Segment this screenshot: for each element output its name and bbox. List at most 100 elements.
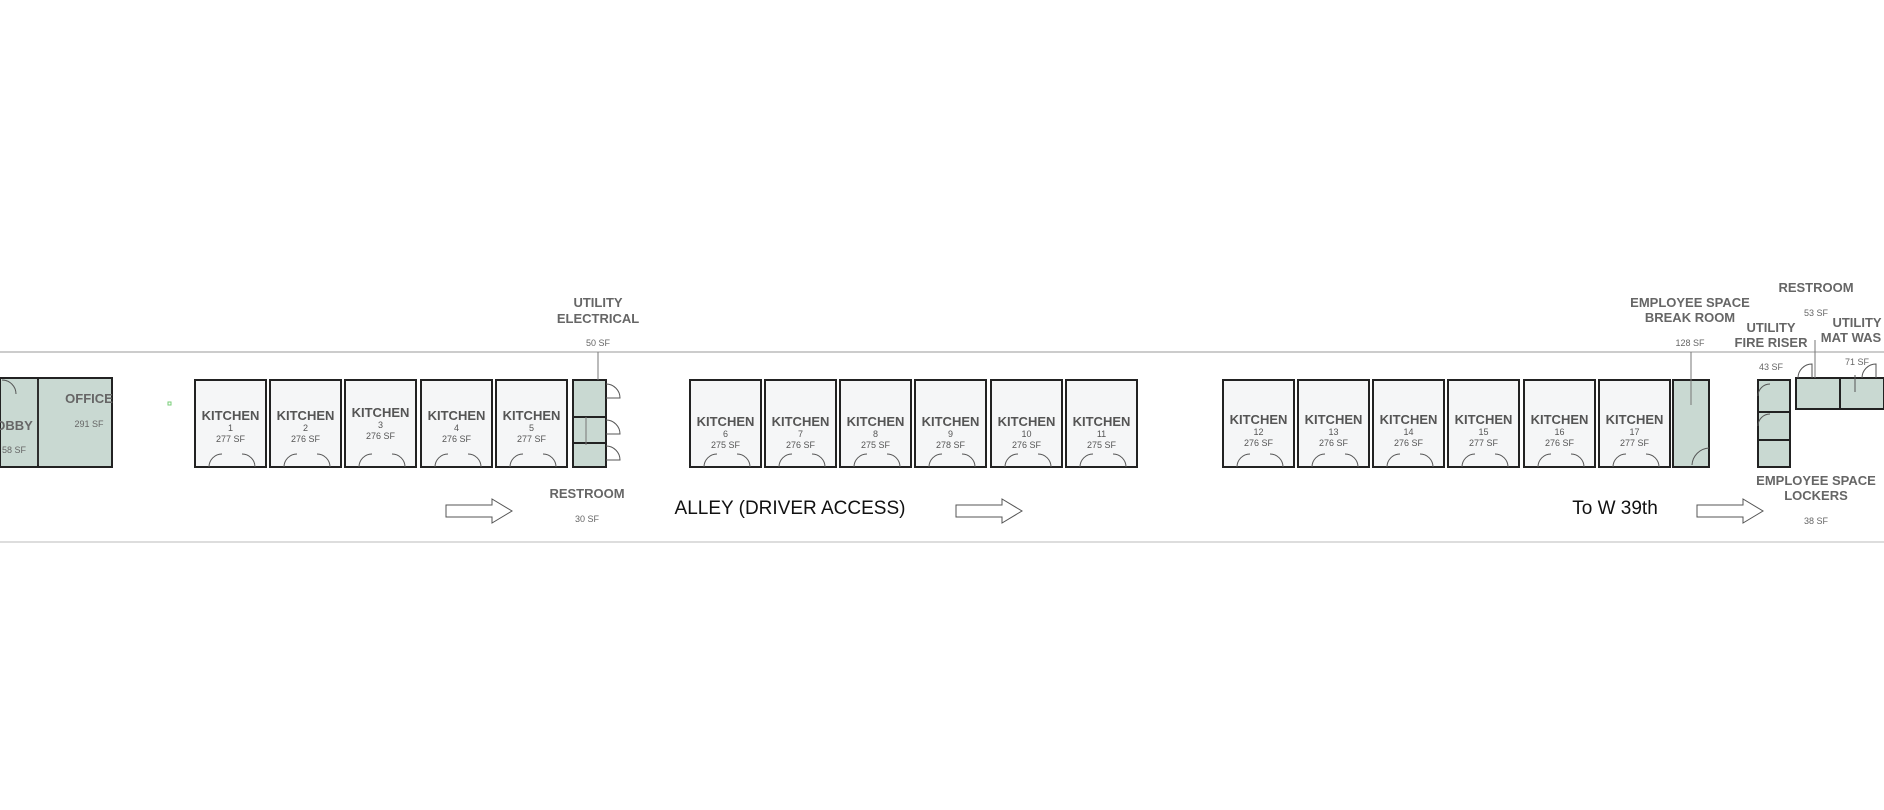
kitchen-number: 9 xyxy=(947,429,953,439)
kitchen-title: KITCHEN xyxy=(997,414,1056,429)
office-room xyxy=(37,377,113,468)
mat-wash-room xyxy=(1839,377,1884,410)
door-swing-icon xyxy=(1344,453,1359,468)
kitchen-number: 14 xyxy=(1403,427,1414,437)
kitchen-4-room xyxy=(420,379,493,468)
door-swing-icon xyxy=(1037,453,1052,468)
door-swing-icon xyxy=(1570,453,1585,468)
kitchen-title: KITCHEN xyxy=(427,408,486,423)
kitchen-12-room xyxy=(1222,379,1295,468)
kitchen-area: 276 SF xyxy=(290,434,321,444)
door-swing-icon xyxy=(1757,383,1771,397)
restroom-right-area: 53 SF xyxy=(1803,308,1829,318)
kitchen-area: 275 SF xyxy=(710,440,741,450)
lockers-area: 38 SF xyxy=(1803,516,1829,526)
lockers-label-1: EMPLOYEE SPACE xyxy=(1756,473,1876,488)
kitchen-title: KITCHEN xyxy=(771,414,830,429)
kitchen-number: 8 xyxy=(872,429,878,439)
kitchen-number: 6 xyxy=(722,429,728,439)
kitchen-title: KITCHEN xyxy=(1229,412,1288,427)
kitchen-number: 15 xyxy=(1478,427,1489,437)
kitchen-title: KITCHEN xyxy=(201,408,260,423)
kitchen-title: KITCHEN xyxy=(1304,412,1363,427)
right-arrow-icon xyxy=(955,498,1023,524)
kitchen-area: 276 SF xyxy=(365,431,396,441)
kitchen-title: KITCHEN xyxy=(1530,412,1589,427)
kitchen-title: KITCHEN xyxy=(351,405,410,420)
kitchen-area: 277 SF xyxy=(516,434,547,444)
alley-label: ALLEY (DRIVER ACCESS) xyxy=(674,498,906,519)
door-swing-icon xyxy=(1757,413,1771,427)
kitchen-15-room xyxy=(1447,379,1520,468)
kitchen-number: 2 xyxy=(302,423,308,433)
door-swing-icon xyxy=(391,453,406,468)
kitchen-5-room xyxy=(495,379,568,468)
door-swing-icon xyxy=(1269,453,1284,468)
door-swing-icon xyxy=(778,453,793,468)
kitchen-number: 10 xyxy=(1021,429,1032,439)
kitchen-10-room xyxy=(990,379,1063,468)
kitchen-area: 275 SF xyxy=(1086,440,1117,450)
kitchen-title: KITCHEN xyxy=(1072,414,1131,429)
kitchen-1-room xyxy=(194,379,267,468)
kitchen-6-room xyxy=(689,379,762,468)
door-swing-icon xyxy=(509,453,524,468)
right-arrow-icon xyxy=(445,498,513,524)
restroom-right-label: RESTROOM xyxy=(1778,280,1854,295)
kitchen-11-room xyxy=(1065,379,1138,468)
door-swing-icon xyxy=(961,453,976,468)
door-swing-icon xyxy=(1311,453,1326,468)
kitchen-title: KITCHEN xyxy=(1379,412,1438,427)
kitchen-3-room xyxy=(344,379,417,468)
kitchen-title: KITCHEN xyxy=(696,414,755,429)
kitchen-number: 13 xyxy=(1328,427,1339,437)
kitchen-2-room xyxy=(269,379,342,468)
door-swing-icon xyxy=(283,453,298,468)
lobby-area: 58 SF xyxy=(1,445,27,455)
door-swing-icon xyxy=(542,453,557,468)
door-swing-icon xyxy=(1079,453,1094,468)
fire-riser-label-2: FIRE RISER xyxy=(1734,335,1808,350)
door-swing-icon xyxy=(1004,453,1019,468)
door-swing-icon xyxy=(208,453,223,468)
door-swing-icon xyxy=(467,453,482,468)
kitchen-area: 276 SF xyxy=(1318,438,1349,448)
door-swing-icon xyxy=(703,453,718,468)
kitchen-number: 11 xyxy=(1096,429,1107,439)
kitchen-area: 276 SF xyxy=(1011,440,1042,450)
right-arrow-icon xyxy=(1696,498,1764,524)
kitchen-area: 277 SF xyxy=(1619,438,1650,448)
kitchen-7-room xyxy=(764,379,837,468)
kitchen-title: KITCHEN xyxy=(921,414,980,429)
kitchen-number: 3 xyxy=(377,420,383,430)
fire-riser-room xyxy=(1757,379,1791,468)
utility-electrical-room xyxy=(572,379,607,468)
kitchen-16-room xyxy=(1523,379,1596,468)
door-swing-icon xyxy=(1386,453,1401,468)
kitchen-area: 275 SF xyxy=(860,440,891,450)
door-swing-icon xyxy=(1645,453,1660,468)
kitchen-number: 17 xyxy=(1629,427,1640,437)
door-swing-icon xyxy=(811,453,826,468)
kitchen-17-room xyxy=(1598,379,1671,468)
break-room-area: 128 SF xyxy=(1675,338,1705,348)
kitchen-number: 12 xyxy=(1253,427,1264,437)
restroom-right-room xyxy=(1795,377,1841,410)
utility-electrical-label-2: ELECTRICAL xyxy=(556,311,640,326)
door-swing-icon xyxy=(1461,453,1476,468)
door-swing-icon xyxy=(605,383,621,399)
kitchen-area: 276 SF xyxy=(785,440,816,450)
door-swing-icon xyxy=(736,453,751,468)
door-swing-icon xyxy=(1797,363,1813,379)
kitchen-title: KITCHEN xyxy=(846,414,905,429)
